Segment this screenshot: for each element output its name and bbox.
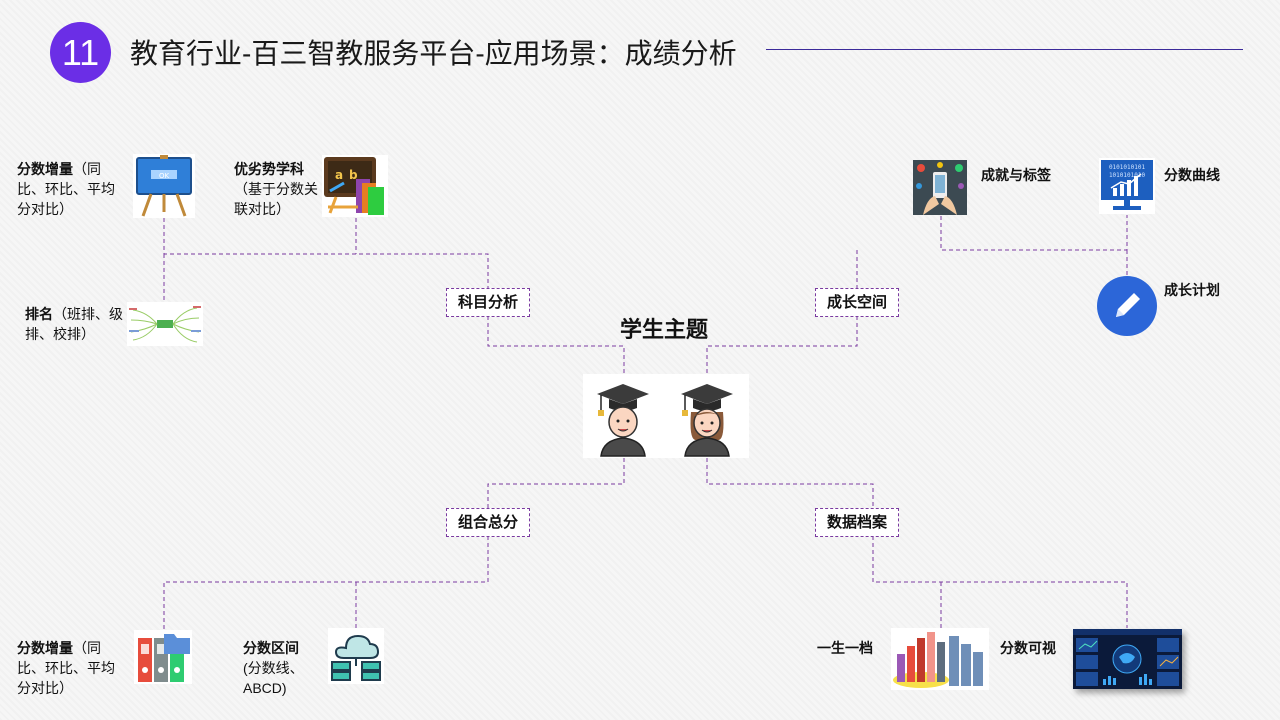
leaf-detail: （同比、环比、平均分对比）: [17, 161, 115, 217]
leaf-title: 成长计划: [1164, 282, 1220, 298]
cloud-server-icon: [328, 628, 384, 684]
leaf-detail: (分数线、ABCD): [243, 660, 304, 696]
leaf-score-visual: 分数可视: [1000, 638, 1056, 658]
leaf-title: 分数区间: [243, 640, 299, 656]
easel-ok-icon: OK: [133, 154, 195, 218]
pencil-icon: [1096, 275, 1158, 337]
leaf-score-increase-top: 分数增量（同比、环比、平均分对比）: [17, 159, 117, 219]
svg-text:OK: OK: [159, 172, 170, 180]
svg-text:0101010101: 0101010101: [1109, 164, 1146, 171]
leaf-title: 分数增量: [17, 640, 73, 656]
leaf-title: 优劣势学科: [234, 161, 304, 177]
leaf-ranking: 排名（班排、级排、校排）: [25, 304, 125, 344]
leaf-title: 排名: [25, 306, 53, 322]
phone-achievement-icon: [913, 160, 967, 215]
branch-combined-total[interactable]: 组合总分: [446, 508, 530, 537]
leaf-detail: （同比、环比、平均分对比）: [17, 640, 115, 696]
mindmap-icon: [127, 302, 203, 346]
3d-bar-chart-icon: [891, 628, 989, 690]
center-topic-title: 学生主题: [620, 317, 709, 342]
leaf-score-increase-bottom: 分数增量（同比、环比、平均分对比）: [17, 638, 117, 698]
leaf-score-curve: 分数曲线: [1164, 165, 1220, 185]
binders-folder-icon: [134, 630, 192, 684]
branch-growth-space[interactable]: 成长空间: [815, 288, 899, 317]
leaf-detail: （班排、级排、校排）: [25, 306, 123, 342]
leaf-title: 分数可视: [1000, 640, 1056, 656]
leaf-title: 成就与标签: [981, 167, 1051, 183]
leaf-detail: （基于分数关联对比）: [234, 181, 318, 217]
branch-subject-analysis[interactable]: 科目分析: [446, 288, 530, 317]
svg-text:a: a: [335, 168, 343, 182]
leaf-score-range: 分数区间 (分数线、ABCD): [243, 638, 323, 698]
slide-number-badge: 11: [50, 22, 111, 83]
binary-monitor-chart-icon: 0101010101 1010101010: [1099, 158, 1155, 214]
dashboard-screen-icon: [1073, 629, 1182, 689]
leaf-title: 分数曲线: [1164, 167, 1220, 183]
leaf-title: 一生一档: [817, 640, 873, 656]
leaf-strong-subject: 优劣势学科 （基于分数关联对比）: [234, 159, 320, 219]
leaf-one-file: 一生一档: [817, 638, 873, 658]
leaf-title: 分数增量: [17, 161, 73, 177]
branch-data-archive[interactable]: 数据档案: [815, 508, 899, 537]
leaf-growth-plan: 成长计划: [1164, 280, 1220, 300]
chalkboard-books-icon: a b: [322, 155, 388, 217]
leaf-achievement: 成就与标签: [981, 165, 1051, 185]
svg-text:1010101010: 1010101010: [1109, 172, 1146, 179]
title-divider: [766, 49, 1243, 50]
svg-text:b: b: [349, 168, 358, 182]
graduates-icon: [583, 374, 749, 458]
slide-title: 教育行业-百三智教服务平台-应用场景：成绩分析: [130, 38, 737, 69]
